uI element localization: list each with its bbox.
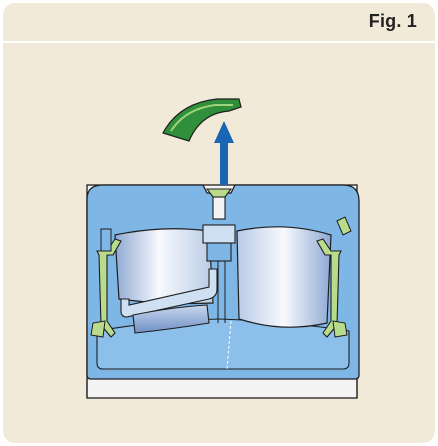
cage: [120, 268, 218, 318]
figure-card: Fig. 1: [3, 3, 435, 443]
roller-left: [114, 228, 214, 305]
seal-right-foot: [332, 320, 348, 338]
guide-ring-lower: [206, 242, 232, 262]
seal-right: [316, 238, 342, 338]
seal-left: [96, 238, 122, 338]
seal-right-lip: [336, 216, 352, 236]
seal-left-foot: [90, 320, 106, 338]
seal-clip-removed-icon: [162, 98, 242, 142]
seal-clip-highlight: [170, 104, 233, 132]
roller-right: [236, 226, 332, 328]
lubrication-hole: [212, 196, 226, 220]
seal-left-groove: [100, 228, 112, 252]
removal-arrow-icon: [214, 121, 234, 185]
guide-ring-upper: [202, 224, 236, 244]
split-line: [226, 320, 232, 370]
bearing-illustration: [86, 98, 360, 399]
roller-small: [132, 304, 210, 334]
figure-header: Fig. 1: [3, 3, 435, 43]
figure-label: Fig. 1: [368, 11, 417, 31]
